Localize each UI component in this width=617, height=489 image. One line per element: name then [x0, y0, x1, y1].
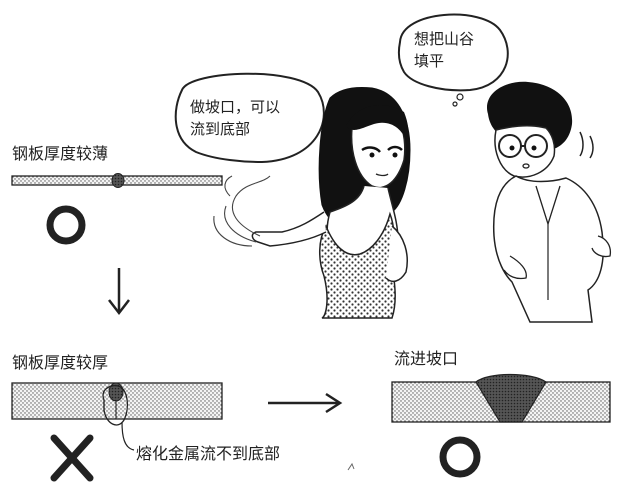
- woman-speech-line-1: 做坡口，可以: [190, 98, 281, 116]
- unfused-gap-circle: [102, 384, 129, 426]
- ok-circle-icon: [439, 436, 481, 478]
- woman-character: [251, 87, 411, 319]
- thin-weld-bead: [111, 173, 125, 188]
- ok-circle-icon: [46, 205, 86, 245]
- groove-weld: [475, 373, 547, 423]
- right-arrow-icon: [268, 392, 343, 414]
- thick-plate-diagram: [11, 382, 223, 451]
- stray-mark: [347, 462, 355, 471]
- woman-speech-bubble: [174, 72, 325, 164]
- thin-plate-diagram: [11, 173, 223, 188]
- smoke-wisps: [213, 175, 271, 247]
- man-character: [487, 81, 612, 323]
- thought-bubbles: [452, 93, 464, 107]
- no-reach-label: 熔化金属流不到底部: [136, 444, 281, 463]
- man-speech-line-2: 填平: [414, 52, 445, 70]
- thick-plate-label: 钢板厚度较厚: [12, 353, 109, 372]
- man-speech-bubble: [397, 13, 509, 92]
- leader-line: [121, 421, 135, 451]
- thick-weld-bead: [108, 382, 124, 402]
- groove-label: 流进坡口: [394, 349, 459, 368]
- man-speech-text: 想把山谷 填平: [414, 28, 514, 72]
- man-speech-line-1: 想把山谷: [414, 30, 475, 48]
- ng-cross-icon: [50, 434, 94, 482]
- woman-speech-line-2: 流到底部: [190, 120, 251, 138]
- thin-plate-label: 钢板厚度较薄: [12, 144, 109, 163]
- down-arrow-icon: [108, 268, 130, 316]
- groove-plate-diagram: [391, 373, 611, 423]
- woman-speech-text: 做坡口，可以 流到底部: [190, 96, 320, 140]
